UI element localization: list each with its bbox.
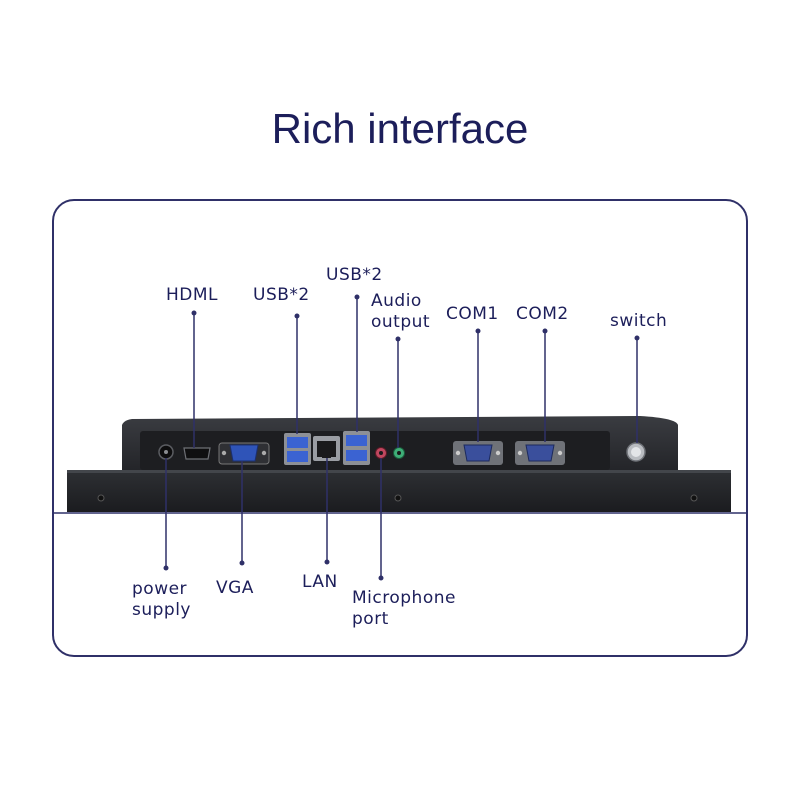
com1-screw-right (495, 450, 501, 456)
label-usb-left: USB*2 (253, 285, 310, 305)
callout-dot-switch (634, 335, 640, 341)
vga-port (229, 444, 259, 462)
screw-middle (394, 494, 402, 502)
power-jack-pin (164, 450, 168, 454)
label-com1: COM1 (446, 304, 499, 324)
label-audio-output: Audio output (371, 291, 430, 333)
usb-right-top-port (346, 435, 367, 446)
com1-screw-left (455, 450, 461, 456)
com2-port (525, 444, 555, 462)
page-title: Rich interface (271, 105, 529, 152)
microphone-jack-hole (379, 451, 383, 455)
callout-dot-com1 (475, 328, 481, 334)
label-power-supply: power supply (132, 579, 191, 621)
callout-dot-lan (324, 559, 330, 565)
usb-left-bottom-port (287, 451, 308, 462)
callout-dot-microphone (378, 575, 384, 581)
label-hdml: HDML (166, 285, 219, 305)
callout-lines-bottom (163, 458, 384, 581)
label-microphone-port: Microphone port (352, 588, 456, 630)
callout-dot-com2 (542, 328, 548, 334)
label-switch: switch (610, 311, 668, 331)
label-microphone-port-line2: port (352, 609, 389, 629)
label-power-supply-line1: power (132, 579, 188, 599)
com2-screw-right (557, 450, 563, 456)
label-vga: VGA (216, 578, 254, 598)
callout-dot-usb-left (294, 313, 300, 319)
label-lan: LAN (302, 572, 338, 592)
label-microphone-port-line1: Microphone (352, 588, 456, 608)
device-base-plate (67, 470, 731, 512)
com1-port (463, 444, 493, 462)
lan-port (317, 441, 336, 457)
power-switch-cap (631, 447, 641, 457)
callout-dot-hdml (191, 310, 197, 316)
callout-dot-audio (395, 336, 401, 342)
com2-screw-left (517, 450, 523, 456)
label-com2: COM2 (516, 304, 569, 324)
base-plate-edge (67, 470, 731, 473)
audio-output-jack-hole (397, 451, 401, 455)
screw-left (97, 494, 105, 502)
hdmi-port (183, 447, 211, 460)
usb-right-bottom-port (346, 450, 367, 461)
callout-dot-usb-right (354, 294, 360, 300)
label-audio-output-line1: Audio (371, 291, 422, 311)
vga-screw-right (261, 450, 267, 456)
label-power-supply-line2: supply (132, 600, 191, 620)
label-audio-output-line2: output (371, 312, 431, 332)
callout-dot-power (163, 565, 169, 571)
callout-lines-top (191, 294, 640, 448)
lan-latch (322, 455, 331, 458)
label-usb-right: USB*2 (326, 265, 383, 285)
diagram-frame (52, 199, 748, 657)
callout-dot-vga (239, 560, 245, 566)
usb-left-top-port (287, 437, 308, 448)
screw-right (690, 494, 698, 502)
vga-screw-left (221, 450, 227, 456)
